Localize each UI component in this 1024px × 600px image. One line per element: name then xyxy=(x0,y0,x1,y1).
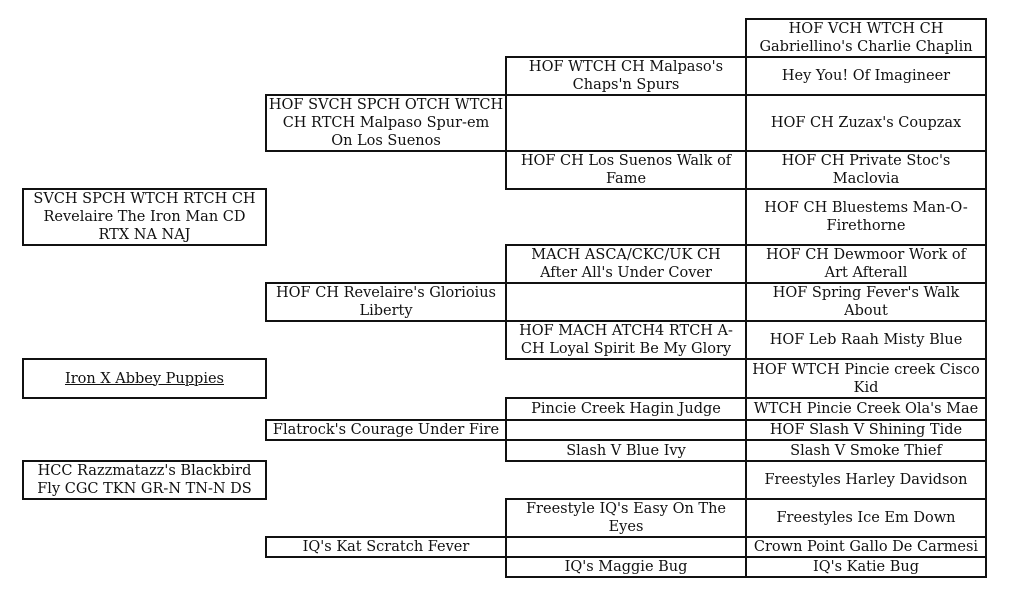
spacer xyxy=(23,57,266,95)
spacer xyxy=(266,57,506,95)
litter-box: Iron X Abbey Puppies xyxy=(22,358,267,399)
gen3-ancestor-box: IQ's Maggie Bug xyxy=(505,556,747,578)
litter-link[interactable]: Iron X Abbey Puppies xyxy=(64,370,224,387)
row-3: HOF SVCH SPCH OTCH WTCH CH RTCH Malpaso … xyxy=(23,94,987,152)
gen4-ancestor-box: HOF Slash V Shining Tide xyxy=(745,419,987,441)
spacer xyxy=(23,321,266,359)
empty-cell xyxy=(505,536,747,558)
gen4-ancestor-box: Slash V Smoke Thief xyxy=(745,439,987,462)
row-1: HOF VCH WTCH CH Gabriellino's Charlie Ch… xyxy=(23,18,987,58)
spacer xyxy=(506,359,746,398)
spacer xyxy=(266,398,506,420)
empty-cell xyxy=(505,282,747,322)
spacer xyxy=(266,461,506,499)
spacer xyxy=(266,440,506,461)
spacer xyxy=(506,461,746,499)
spacer xyxy=(266,19,506,57)
gen4-ancestor-box: Freestyles Harley Davidson xyxy=(745,460,987,500)
gen2-sire-of-dam-box: Flatrock's Courage Under Fire xyxy=(265,419,507,441)
gen4-ancestor-box: HOF CH Bluestems Man-O- Firethorne xyxy=(745,188,987,246)
spacer xyxy=(23,398,266,420)
empty-cell xyxy=(505,94,747,152)
gen3-ancestor-box: Pincie Creek Hagin Judge xyxy=(505,397,747,421)
gen2-sire-box: HOF SVCH SPCH OTCH WTCH CH RTCH Malpaso … xyxy=(265,94,507,152)
spacer xyxy=(266,151,506,189)
dam-box: HCC Razzmatazz's Blackbird Fly CGC TKN G… xyxy=(22,460,267,500)
gen4-ancestor-box: Crown Point Gallo De Carmesi xyxy=(745,536,987,558)
row-10: Pincie Creek Hagin Judge WTCH Pincie Cre… xyxy=(23,397,987,421)
gen2-dam-of-dam-box: IQ's Kat Scratch Fever xyxy=(265,536,507,558)
spacer xyxy=(23,440,266,461)
row-11: Flatrock's Courage Under Fire HOF Slash … xyxy=(23,419,987,441)
row-14: Freestyle IQ's Easy On The Eyes Freestyl… xyxy=(23,498,987,538)
gen3-ancestor-box: HOF WTCH CH Malpaso's Chaps'n Spurs xyxy=(505,56,747,96)
gen4-ancestor-box: HOF CH Zuzax's Coupzax xyxy=(745,94,987,152)
spacer xyxy=(266,245,506,283)
gen3-ancestor-box: HOF CH Los Suenos Walk of Fame xyxy=(505,150,747,190)
gen3-ancestor-box: HOF MACH ATCH4 RTCH A- CH Loyal Spirit B… xyxy=(505,320,747,360)
gen4-ancestor-box: Freestyles Ice Em Down xyxy=(745,498,987,538)
row-9: Iron X Abbey Puppies HOF WTCH Pincie cre… xyxy=(22,358,987,399)
gen4-ancestor-box: IQ's Katie Bug xyxy=(745,556,987,578)
spacer xyxy=(23,95,266,151)
spacer xyxy=(23,420,266,440)
row-16: IQ's Maggie Bug IQ's Katie Bug xyxy=(23,556,987,578)
row-7: HOF CH Revelaire's Glorioius Liberty HOF… xyxy=(23,282,987,322)
gen4-ancestor-box: HOF WTCH Pincie creek Cisco Kid xyxy=(745,358,987,399)
row-6: MACH ASCA/CKC/UK CH After All's Under Co… xyxy=(23,244,987,284)
row-13: HCC Razzmatazz's Blackbird Fly CGC TKN G… xyxy=(22,460,987,500)
spacer xyxy=(266,499,506,537)
spacer xyxy=(266,557,506,577)
gen4-ancestor-box: HOF Leb Raah Misty Blue xyxy=(745,320,987,360)
row-4: HOF CH Los Suenos Walk of Fame HOF CH Pr… xyxy=(23,150,987,190)
row-15: IQ's Kat Scratch Fever Crown Point Gallo… xyxy=(23,536,987,558)
spacer xyxy=(266,359,506,398)
gen3-ancestor-box: MACH ASCA/CKC/UK CH After All's Under Co… xyxy=(505,244,747,284)
gen4-ancestor-box: HOF CH Private Stoc's Maclovia xyxy=(745,150,987,190)
gen4-ancestor-box: WTCH Pincie Creek Ola's Mae xyxy=(745,397,987,421)
row-2: HOF WTCH CH Malpaso's Chaps'n Spurs Hey … xyxy=(23,56,987,96)
gen3-ancestor-box: Freestyle IQ's Easy On The Eyes xyxy=(505,498,747,538)
gen4-ancestor-box: HOF Spring Fever's Walk About xyxy=(745,282,987,322)
sire-box: SVCH SPCH WTCH RTCH CH Revelaire The Iro… xyxy=(22,188,267,246)
gen3-ancestor-box: Slash V Blue Ivy xyxy=(505,439,747,462)
spacer xyxy=(23,283,266,321)
spacer xyxy=(23,499,266,537)
empty-cell xyxy=(505,419,747,441)
gen4-ancestor-box: Hey You! Of Imagineer xyxy=(745,56,987,96)
gen4-ancestor-box: HOF VCH WTCH CH Gabriellino's Charlie Ch… xyxy=(745,18,987,58)
row-5: SVCH SPCH WTCH RTCH CH Revelaire The Iro… xyxy=(22,188,987,246)
spacer xyxy=(266,321,506,359)
gen2-dam-of-sire-box: HOF CH Revelaire's Glorioius Liberty xyxy=(265,282,507,322)
spacer xyxy=(23,151,266,189)
spacer xyxy=(23,537,266,557)
spacer xyxy=(23,245,266,283)
spacer xyxy=(506,19,746,57)
spacer xyxy=(23,557,266,577)
spacer xyxy=(266,189,506,245)
spacer xyxy=(23,19,266,57)
gen4-ancestor-box: HOF CH Dewmoor Work of Art Afterall xyxy=(745,244,987,284)
row-12: Slash V Blue Ivy Slash V Smoke Thief xyxy=(23,439,987,462)
row-8: HOF MACH ATCH4 RTCH A- CH Loyal Spirit B… xyxy=(23,320,987,360)
spacer xyxy=(506,189,746,245)
pedigree-table: HOF VCH WTCH CH Gabriellino's Charlie Ch… xyxy=(22,18,987,578)
